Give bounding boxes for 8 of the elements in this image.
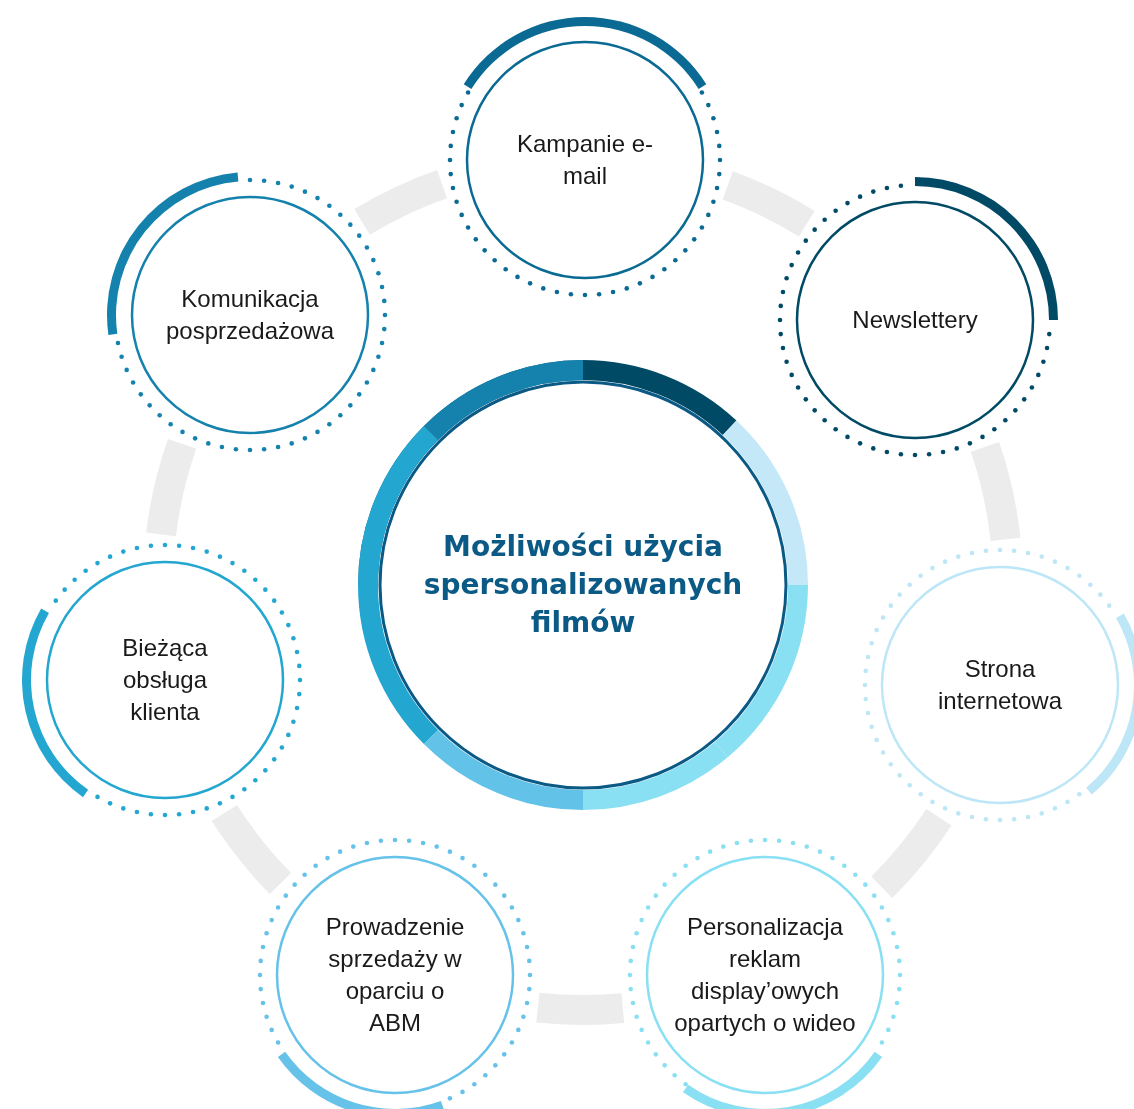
topic-label: Prowadzenie sprzedaży w oparciu o ABM [325,912,465,1038]
topic-label: Bieżąca obsługa klienta [121,633,209,727]
topic-label: Newslettery [852,305,978,335]
center-title: Możliwości użycia spersonalizowanych filmów [422,529,744,641]
topic-label: Komunikacja posprzedażowa [164,284,336,346]
topic-label: Kampanie e-mail [515,129,655,191]
topic-label: Personalizacja reklam display’owych opartych o wideo [673,912,857,1038]
topic-label: Strona internetowa [936,654,1064,716]
